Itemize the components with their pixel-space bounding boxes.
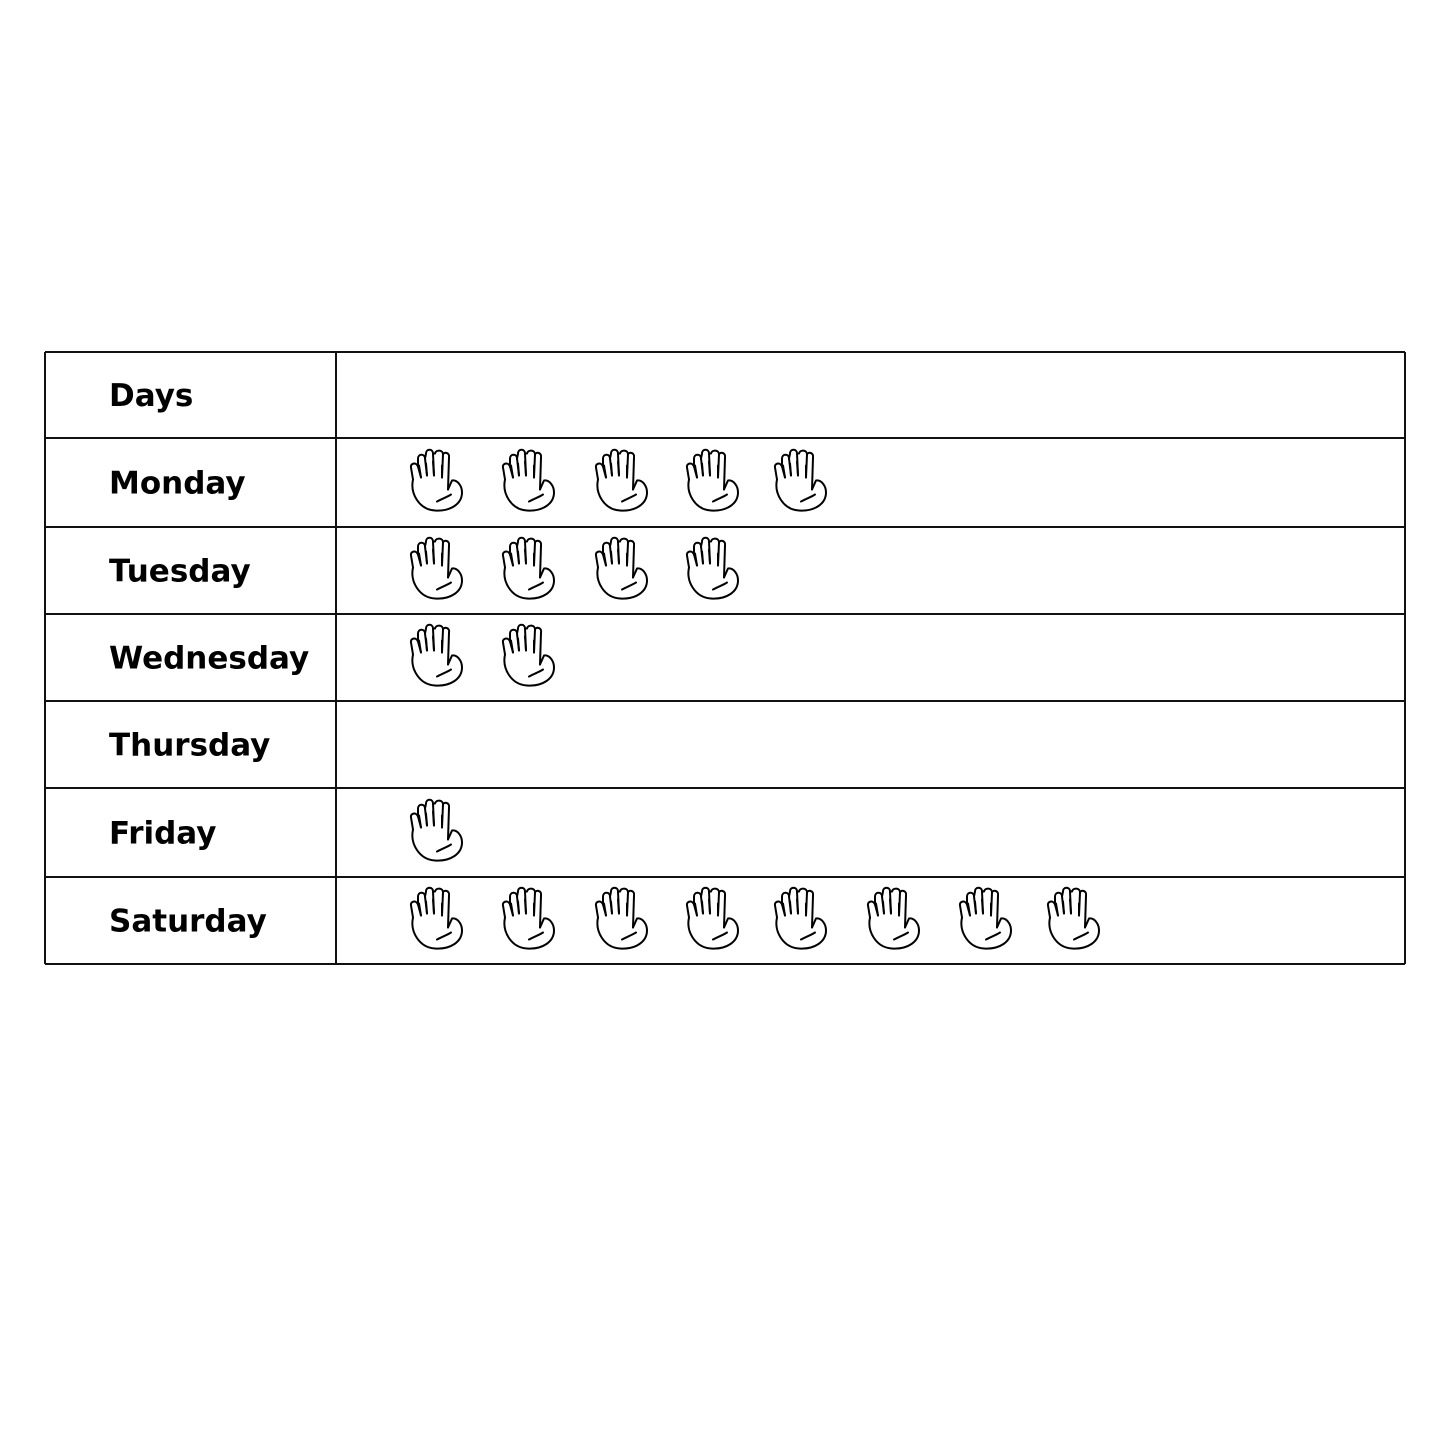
row-label-tuesday: Tuesday bbox=[109, 554, 251, 590]
header-days-label: Days bbox=[109, 378, 193, 414]
hand-icon bbox=[773, 886, 827, 950]
row-labels: DaysMondayTuesdayWednesdayThursdayFriday… bbox=[109, 378, 309, 940]
hand-icon bbox=[409, 886, 463, 950]
hand-icon bbox=[594, 886, 648, 950]
hand-icon bbox=[501, 448, 555, 512]
hand-icon bbox=[594, 536, 648, 600]
hand-icon bbox=[1046, 886, 1100, 950]
row-label-monday: Monday bbox=[109, 466, 246, 502]
icon-rows bbox=[409, 448, 1100, 950]
hand-icon bbox=[501, 623, 555, 687]
hand-icon bbox=[685, 448, 739, 512]
hand-icon bbox=[773, 448, 827, 512]
hand-icon bbox=[594, 448, 648, 512]
row-label-saturday: Saturday bbox=[109, 904, 267, 940]
hand-icon bbox=[409, 623, 463, 687]
hand-icon bbox=[409, 798, 463, 862]
row-label-wednesday: Wednesday bbox=[109, 641, 309, 677]
hand-icon bbox=[501, 536, 555, 600]
hand-icon bbox=[685, 886, 739, 950]
hand-icon bbox=[866, 886, 920, 950]
hand-icon bbox=[409, 536, 463, 600]
row-label-friday: Friday bbox=[109, 816, 216, 852]
table-grid bbox=[44, 351, 1406, 965]
row-label-thursday: Thursday bbox=[109, 728, 270, 764]
hand-icon bbox=[409, 448, 463, 512]
hand-icon bbox=[958, 886, 1012, 950]
hand-icon bbox=[501, 886, 555, 950]
hand-icon bbox=[685, 536, 739, 600]
